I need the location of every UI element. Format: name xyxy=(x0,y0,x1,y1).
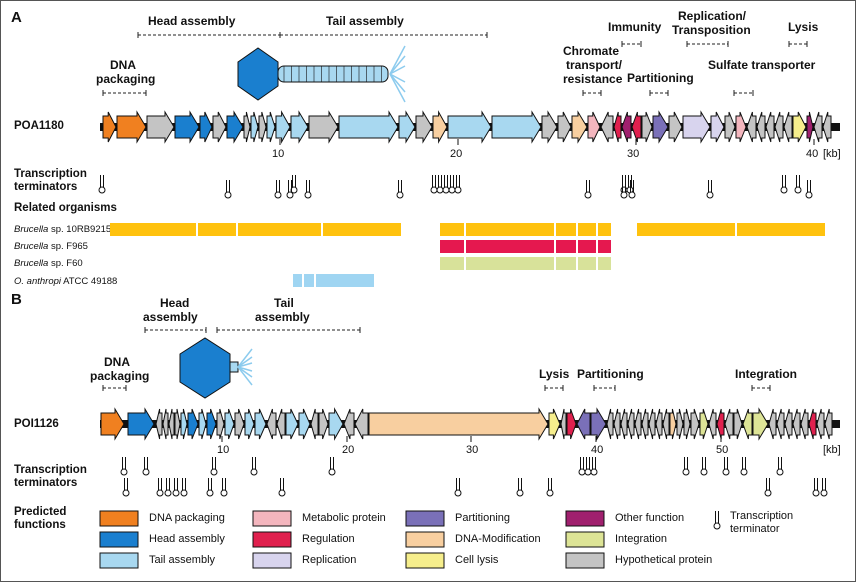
legend-terminator-l1: Transcription xyxy=(730,510,794,522)
tail-assembly-b-l1: Tail xyxy=(274,296,294,310)
legend-label-9: Cell lysis xyxy=(455,554,499,566)
legend-label-12: Hypothetical protein xyxy=(615,554,713,566)
legend-label-5: Regulation xyxy=(302,533,355,545)
tick-b-10: 10 xyxy=(217,444,230,456)
dna-packaging-label-l1: DNA xyxy=(110,58,136,72)
tail-assembly-label: Tail assembly xyxy=(326,14,404,28)
head-assembly-b-l1: Head xyxy=(160,296,190,310)
dna-packaging-label-l2: packaging xyxy=(96,72,156,86)
phage-b-name: POI1126 xyxy=(14,418,59,430)
kb-unit-a: [kb] xyxy=(823,148,841,160)
legend-label-1: DNA packaging xyxy=(149,512,225,524)
legend-label-10: Other function xyxy=(615,512,685,524)
dna-packaging-b-l2: packaging xyxy=(90,369,150,383)
legend-label-6: Replication xyxy=(302,554,357,566)
related-organisms-title: Related organisms xyxy=(14,202,117,214)
replication-label-l2: Transposition xyxy=(672,23,751,37)
organism-3-label: Brucella sp. F60 xyxy=(14,258,83,269)
organism-2-label: Brucella sp. F965 xyxy=(14,241,88,252)
chromate-label-l2: transport/ xyxy=(566,58,623,72)
terminators-label-a-l1: Transcription xyxy=(14,168,87,180)
organism-4-label: O. anthropi ATCC 49188 xyxy=(14,276,118,287)
legend-label-7: Partitioning xyxy=(455,512,511,524)
legend-label-4: Metabolic protein xyxy=(302,512,386,524)
lysis-label-b: Lysis xyxy=(539,367,570,381)
tick-b-20: 20 xyxy=(342,444,355,456)
tick-b-40: 40 xyxy=(591,444,604,456)
tick-b-30: 30 xyxy=(466,444,479,456)
legend-label-3: Tail assembly xyxy=(149,554,216,566)
kb-unit-b: [kb] xyxy=(823,444,841,456)
tick-a-40: 40 xyxy=(806,148,819,160)
dna-packaging-b-l1: DNA xyxy=(104,355,130,369)
organism-1-label: Brucella sp. 10RB9215 xyxy=(14,224,112,235)
replication-label-l1: Replication/ xyxy=(678,9,747,23)
legend-title-l1: Predicted xyxy=(14,506,67,518)
head-assembly-b-l2: assembly xyxy=(143,310,198,324)
sulfate-label-l1: Sulfate transporter xyxy=(708,58,816,72)
legend-label-11: Integration xyxy=(615,533,667,545)
chromate-label-l1: Chromate xyxy=(563,44,620,58)
terminators-label-b-l2: terminators xyxy=(14,477,78,489)
tick-a-10: 10 xyxy=(272,148,285,160)
legend-label-8: DNA-Modification xyxy=(455,533,541,545)
legend-label-2: Head assembly xyxy=(149,533,225,545)
tick-a-20: 20 xyxy=(450,148,463,160)
chromate-label-l3: resistance xyxy=(563,72,623,86)
tick-b-50: 50 xyxy=(716,444,729,456)
head-assembly-label: Head assembly xyxy=(148,14,236,28)
panel-b-letter: B xyxy=(11,291,22,308)
legend-terminator-l2: terminator xyxy=(730,523,780,535)
phage-a-name: POA1180 xyxy=(14,120,64,132)
terminators-label-b-l1: Transcription xyxy=(14,464,87,476)
partitioning-label-b: Partitioning xyxy=(577,367,644,381)
legend-title-l2: functions xyxy=(14,519,66,531)
partitioning-label-a: Partitioning xyxy=(627,71,694,85)
immunity-label: Immunity xyxy=(608,20,662,34)
terminators-label-a-l2: terminators xyxy=(14,181,78,193)
tick-a-30: 30 xyxy=(627,148,640,160)
integration-label-b: Integration xyxy=(735,367,797,381)
tail-assembly-b-l2: assembly xyxy=(255,310,310,324)
lysis-label-a: Lysis xyxy=(788,20,819,34)
panel-a-letter: A xyxy=(11,9,22,26)
